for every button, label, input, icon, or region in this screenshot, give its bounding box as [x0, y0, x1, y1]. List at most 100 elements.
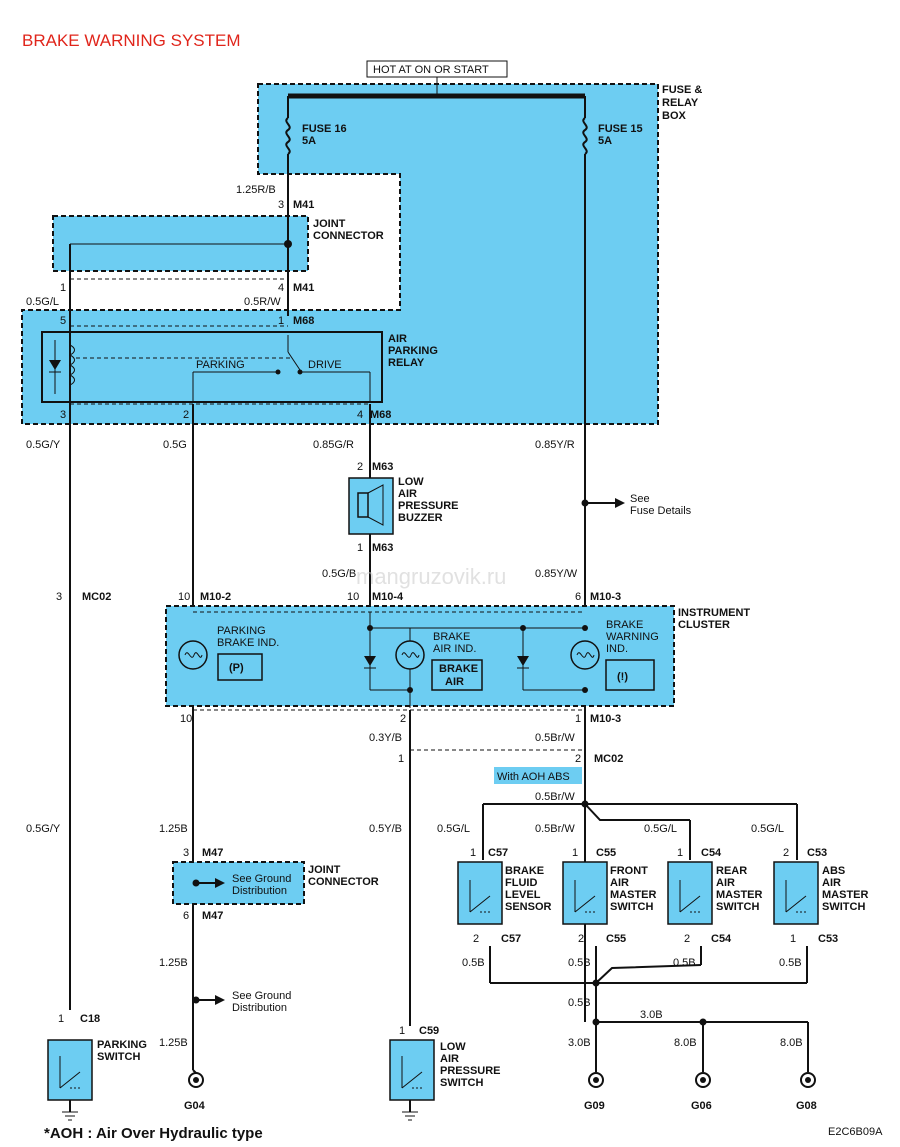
- svg-text:C55: C55: [596, 847, 616, 859]
- svg-text:10: 10: [180, 713, 192, 725]
- svg-text:4: 4: [357, 409, 363, 421]
- svg-text:0.5Br/W: 0.5Br/W: [535, 732, 575, 744]
- warning-symbol-icon: (!): [617, 671, 628, 683]
- svg-text:BRAKE IND.: BRAKE IND.: [217, 637, 279, 649]
- svg-text:3.0B: 3.0B: [568, 1037, 591, 1049]
- svg-text:0.5B: 0.5B: [568, 957, 591, 969]
- svg-text:3: 3: [60, 409, 66, 421]
- svg-text:0.85Y/R: 0.85Y/R: [535, 439, 575, 451]
- svg-text:FLUID: FLUID: [505, 877, 537, 889]
- svg-text:SWITCH: SWITCH: [440, 1077, 483, 1089]
- svg-text:INSTRUMENT: INSTRUMENT: [678, 607, 750, 619]
- fuse-16-rating: 5A: [302, 135, 316, 147]
- svg-text:1: 1: [399, 1025, 405, 1037]
- svg-text:M47: M47: [202, 847, 223, 859]
- svg-text:0.5G/L: 0.5G/L: [437, 823, 470, 835]
- fuse-relay-box: [21, 83, 659, 425]
- svg-text:1: 1: [60, 282, 66, 294]
- air-parking-relay: [41, 331, 383, 403]
- svg-text:AIR: AIR: [716, 877, 735, 889]
- figure-code: E2C6B09A: [828, 1126, 883, 1138]
- svg-text:0.5Y/B: 0.5Y/B: [369, 823, 402, 835]
- svg-text:C55: C55: [606, 933, 626, 945]
- svg-text:PRESSURE: PRESSURE: [440, 1065, 501, 1077]
- svg-text:3: 3: [278, 199, 284, 211]
- svg-text:6: 6: [575, 591, 581, 603]
- svg-text:AIR: AIR: [398, 488, 417, 500]
- svg-text:G06: G06: [691, 1100, 712, 1112]
- svg-text:G09: G09: [584, 1100, 605, 1112]
- svg-text:M47: M47: [202, 910, 223, 922]
- svg-text:AIR IND.: AIR IND.: [433, 643, 476, 655]
- svg-text:MASTER: MASTER: [716, 889, 763, 901]
- svg-text:6: 6: [183, 910, 189, 922]
- svg-text:MASTER: MASTER: [822, 889, 869, 901]
- svg-text:0.3Y/B: 0.3Y/B: [369, 732, 402, 744]
- svg-text:M63: M63: [372, 542, 393, 554]
- svg-text:M10-2: M10-2: [200, 591, 231, 603]
- switch-rear-air-master: 1 C54 REAR AIR MASTER SWITCH 2 C54: [667, 847, 763, 945]
- fuse-box-label-1: FUSE &: [662, 84, 702, 96]
- svg-text:IND.: IND.: [606, 643, 628, 655]
- svg-text:Distribution: Distribution: [232, 1002, 287, 1014]
- svg-text:3: 3: [56, 591, 62, 603]
- svg-text:With AOH ABS: With AOH ABS: [497, 771, 570, 783]
- svg-text:0.5Br/W: 0.5Br/W: [535, 823, 575, 835]
- ground-g04: G04: [184, 1069, 206, 1112]
- svg-text:C53: C53: [818, 933, 838, 945]
- svg-text:M63: M63: [372, 461, 393, 473]
- relay-drive: DRIVE: [308, 359, 342, 371]
- svg-text:10: 10: [347, 591, 359, 603]
- svg-text:1: 1: [278, 315, 284, 327]
- fuse-16-name: FUSE 16: [302, 123, 347, 135]
- svg-text:FRONT: FRONT: [610, 865, 648, 877]
- svg-text:0.5G: 0.5G: [163, 439, 187, 451]
- joint-connector-label-1: JOINT: [313, 218, 346, 230]
- svg-text:10: 10: [178, 591, 190, 603]
- svg-text:SWITCH: SWITCH: [610, 901, 653, 913]
- svg-text:BRAKE: BRAKE: [433, 631, 470, 643]
- svg-text:C59: C59: [419, 1025, 439, 1037]
- svg-text:MASTER: MASTER: [610, 889, 657, 901]
- joint-connector-label-2: CONNECTOR: [313, 230, 384, 242]
- svg-text:LEVEL: LEVEL: [505, 889, 541, 901]
- svg-text:SWITCH: SWITCH: [716, 901, 759, 913]
- svg-text:3.0B: 3.0B: [640, 1009, 663, 1021]
- joint-connector-m47: [172, 861, 305, 905]
- svg-text:1: 1: [58, 1013, 64, 1025]
- svg-text:2: 2: [183, 409, 189, 421]
- parking-switch: [47, 1039, 93, 1101]
- svg-text:MC02: MC02: [82, 591, 111, 603]
- svg-text:PARKING: PARKING: [97, 1039, 147, 1051]
- svg-text:M10-3: M10-3: [590, 713, 621, 725]
- brake-warning-bulb-icon: [570, 640, 600, 670]
- svg-text:BRAKE: BRAKE: [439, 663, 478, 675]
- svg-text:See Ground: See Ground: [232, 990, 291, 1002]
- svg-text:0.5G/L: 0.5G/L: [644, 823, 677, 835]
- svg-text:0.5B: 0.5B: [779, 957, 802, 969]
- svg-text:CONNECTOR: CONNECTOR: [308, 876, 379, 888]
- svg-text:0.5R/W: 0.5R/W: [244, 296, 281, 308]
- fuse-15-rating: 5A: [598, 135, 612, 147]
- fuse-15-icon: [582, 117, 588, 155]
- svg-text:0.5G/L: 0.5G/L: [26, 296, 59, 308]
- fuse-16-icon: [285, 117, 291, 155]
- low-air-pressure-switch: [389, 1039, 435, 1101]
- svg-text:M41: M41: [293, 282, 314, 294]
- svg-text:2: 2: [575, 753, 581, 765]
- svg-text:0.5B: 0.5B: [568, 997, 591, 1009]
- svg-text:1: 1: [357, 542, 363, 554]
- svg-text:5: 5: [60, 315, 66, 327]
- ground-g08: G08: [796, 1072, 817, 1112]
- svg-text:0.5B: 0.5B: [673, 957, 696, 969]
- svg-text:RELAY: RELAY: [388, 357, 425, 369]
- svg-text:WARNING: WARNING: [606, 631, 659, 643]
- parking-brake-bulb-icon: [178, 640, 208, 670]
- svg-text:C53: C53: [807, 847, 827, 859]
- svg-text:1: 1: [575, 713, 581, 725]
- parking-symbol-icon: (P): [229, 662, 244, 674]
- hot-label: HOT AT ON OR START: [373, 64, 489, 76]
- svg-text:See Ground: See Ground: [232, 873, 291, 885]
- relay-parking: PARKING: [196, 359, 245, 371]
